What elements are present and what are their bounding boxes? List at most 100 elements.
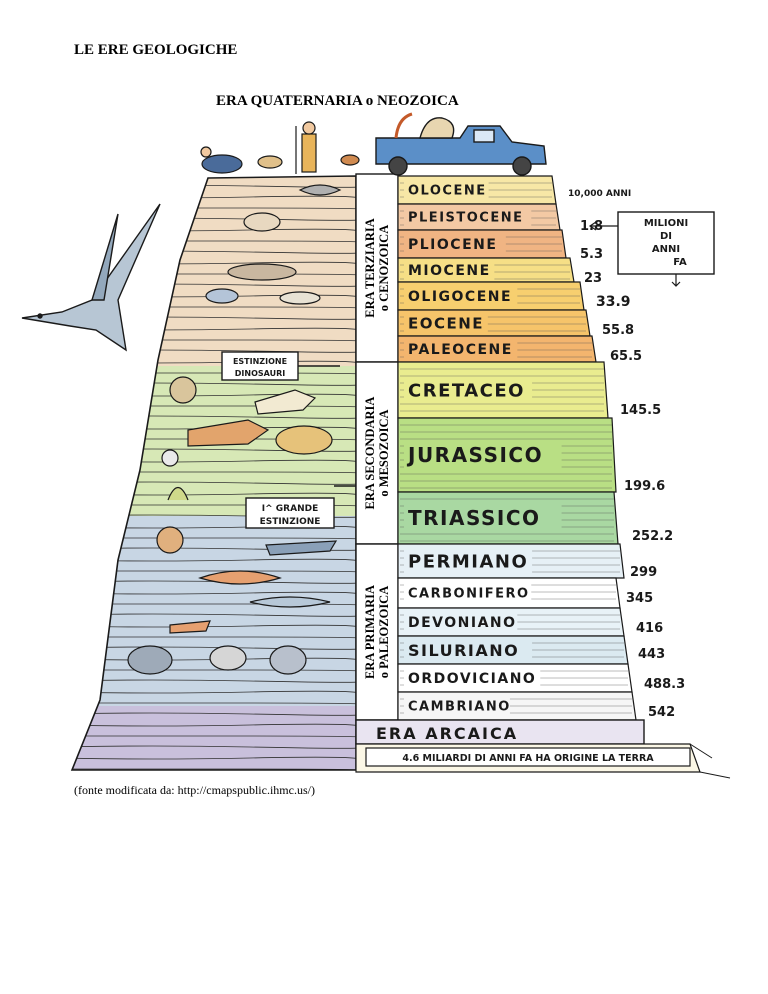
age-label: 199.6 — [624, 479, 665, 494]
fish-fossil-3 — [249, 596, 331, 608]
ammonite-fossil-2 — [156, 526, 184, 554]
kneeling-person — [201, 154, 243, 174]
trilobite-fossil-2 — [269, 645, 307, 675]
period-label-background — [404, 286, 518, 306]
age-labels: 10,000 ANNI1.85.32333.955.865.5145.5199.… — [568, 189, 685, 720]
era-primary-line2: o PALEOZOICA — [377, 586, 391, 679]
standing-person — [301, 133, 317, 173]
truck-wheel-front — [512, 156, 532, 176]
extinction-sign-first: I^ GRANDE ESTINZIONE — [245, 485, 356, 529]
age-label: 145.5 — [620, 403, 661, 418]
crocodile-skull-fossil — [227, 263, 297, 281]
period-label-devoniano: DEVONIANO — [408, 615, 517, 631]
units-line4: FA — [673, 257, 687, 268]
era-secondary-line1: ERA SECONDARIA — [363, 397, 377, 510]
quaternary-era-heading: ERA QUATERNARIA o NEOZOICA — [216, 93, 459, 109]
bone-fossil — [279, 291, 321, 305]
units-line1: MILIONI — [644, 218, 688, 229]
rock-strata-line — [72, 679, 356, 683]
rock-strata-line — [72, 712, 356, 716]
insect-fossil — [169, 620, 211, 634]
dinosaur-skull-fossil-1 — [254, 389, 317, 415]
fern-fossil — [167, 486, 189, 501]
archean-band: ERA ARCAICA 4.6 MILIARDI DI ANNI FA HA O… — [355, 719, 731, 779]
shell-fossil-1 — [161, 449, 179, 467]
sea-scorpion-fossil — [265, 540, 338, 556]
mammal-skull-fossil — [243, 212, 281, 232]
rock-strata-line — [72, 636, 356, 639]
rock-strata-line — [72, 756, 356, 760]
period-label-background — [404, 234, 506, 254]
age-label: 33.9 — [596, 294, 631, 310]
period-label-eocene: EOCENE — [408, 314, 484, 332]
era-label-column: ERA TERZIARIA o CENOZOICA ERA SECONDARIA… — [355, 173, 399, 721]
age-label: 65.5 — [610, 349, 642, 364]
rock-strata-line — [72, 669, 356, 672]
page-title: LE ERE GEOLOGICHE — [74, 42, 238, 58]
period-label-background — [404, 668, 541, 688]
left-rock-column — [72, 176, 356, 770]
arrow-down — [671, 274, 681, 287]
dog — [257, 155, 283, 169]
earth-origin-label: 4.6 MILIARDI DI ANNI FA HA ORIGINE LA TE… — [402, 753, 654, 764]
period-label-background — [404, 549, 533, 573]
period-label-cretaceo: CRETACEO — [408, 380, 525, 401]
period-label-oligocene: OLIGOCENE — [408, 289, 512, 305]
period-label-background — [404, 378, 533, 402]
period-label-background — [404, 505, 562, 531]
age-label: 488.3 — [644, 677, 685, 692]
period-label-background — [404, 612, 518, 632]
age-label: 252.2 — [632, 529, 673, 544]
source-credit: (fonte modificata da: http://cmapspublic… — [74, 783, 315, 797]
rock-strata-line — [72, 646, 356, 650]
era-secondary-line2: o MESOZOICA — [377, 409, 391, 496]
age-label: 542 — [648, 705, 675, 720]
units-box: MILIONI DI ANNI FA — [588, 211, 715, 287]
age-label: 299 — [630, 565, 657, 580]
period-label-background — [404, 260, 495, 280]
period-label-background — [404, 696, 510, 716]
period-label-cambriano: CAMBRIANO — [408, 700, 511, 715]
age-label: 55.8 — [602, 323, 634, 338]
rock-strata-line — [72, 723, 356, 727]
period-label-permiano: PERMIANO — [408, 551, 528, 572]
period-label-background — [404, 339, 518, 359]
era-tertiary-line1: ERA TERZIARIA — [363, 218, 377, 317]
fern-on-truck — [394, 112, 413, 139]
extinction-first-line2: ESTINZIONE — [260, 517, 321, 527]
period-label-pleistocene: PLEISTOCENE — [408, 211, 524, 226]
age-label: 5.3 — [580, 247, 603, 262]
arrow-to-pleistocene — [588, 221, 618, 231]
age-label: 416 — [636, 621, 663, 636]
period-label-jurassico: JURASSICO — [406, 443, 543, 467]
rock-strata-line — [72, 745, 356, 749]
period-label-background — [404, 180, 489, 200]
units-line3: ANNI — [652, 244, 680, 255]
extinction-dinosaurs-line1: ESTINZIONE — [233, 357, 287, 366]
period-label-background — [404, 583, 532, 603]
extinction-first-line1: I^ GRANDE — [262, 504, 318, 514]
period-label-miocene: MIOCENE — [408, 263, 491, 279]
rock-strata-line — [72, 735, 356, 738]
period-label-olocene: OLOCENE — [408, 184, 487, 199]
age-label: 443 — [638, 647, 665, 662]
units-line2: DI — [660, 231, 672, 242]
period-label-background — [404, 312, 488, 334]
period-label-carbonifero: CARBONIFERO — [408, 587, 530, 602]
era-primary-line1: ERA PRIMARIA — [363, 585, 377, 679]
period-label-background — [404, 639, 533, 661]
extinction-sign-dinosaurs: ESTINZIONE DINOSAURI — [221, 351, 340, 381]
ammonite-fossil — [169, 376, 197, 404]
extinction-dinosaurs-line2: DINOSAURI — [235, 369, 285, 378]
archean-era-label: ERA ARCAICA — [376, 724, 518, 743]
period-label-ordoviciano: ORDOVICIANO — [408, 671, 536, 687]
age-label: 345 — [626, 591, 653, 606]
rock-strata-line — [72, 690, 356, 694]
archean-rock-band — [72, 706, 356, 770]
brachiopod-fossil — [209, 645, 247, 671]
horse-skull-fossil — [205, 288, 239, 304]
rock-strata-line — [72, 702, 356, 705]
period-label-paleocene: PALEOCENE — [408, 342, 513, 358]
period-bands: OLOCENEPLEISTOCENEPLIOCENEMIOCENEOLIGOCE… — [397, 175, 637, 721]
